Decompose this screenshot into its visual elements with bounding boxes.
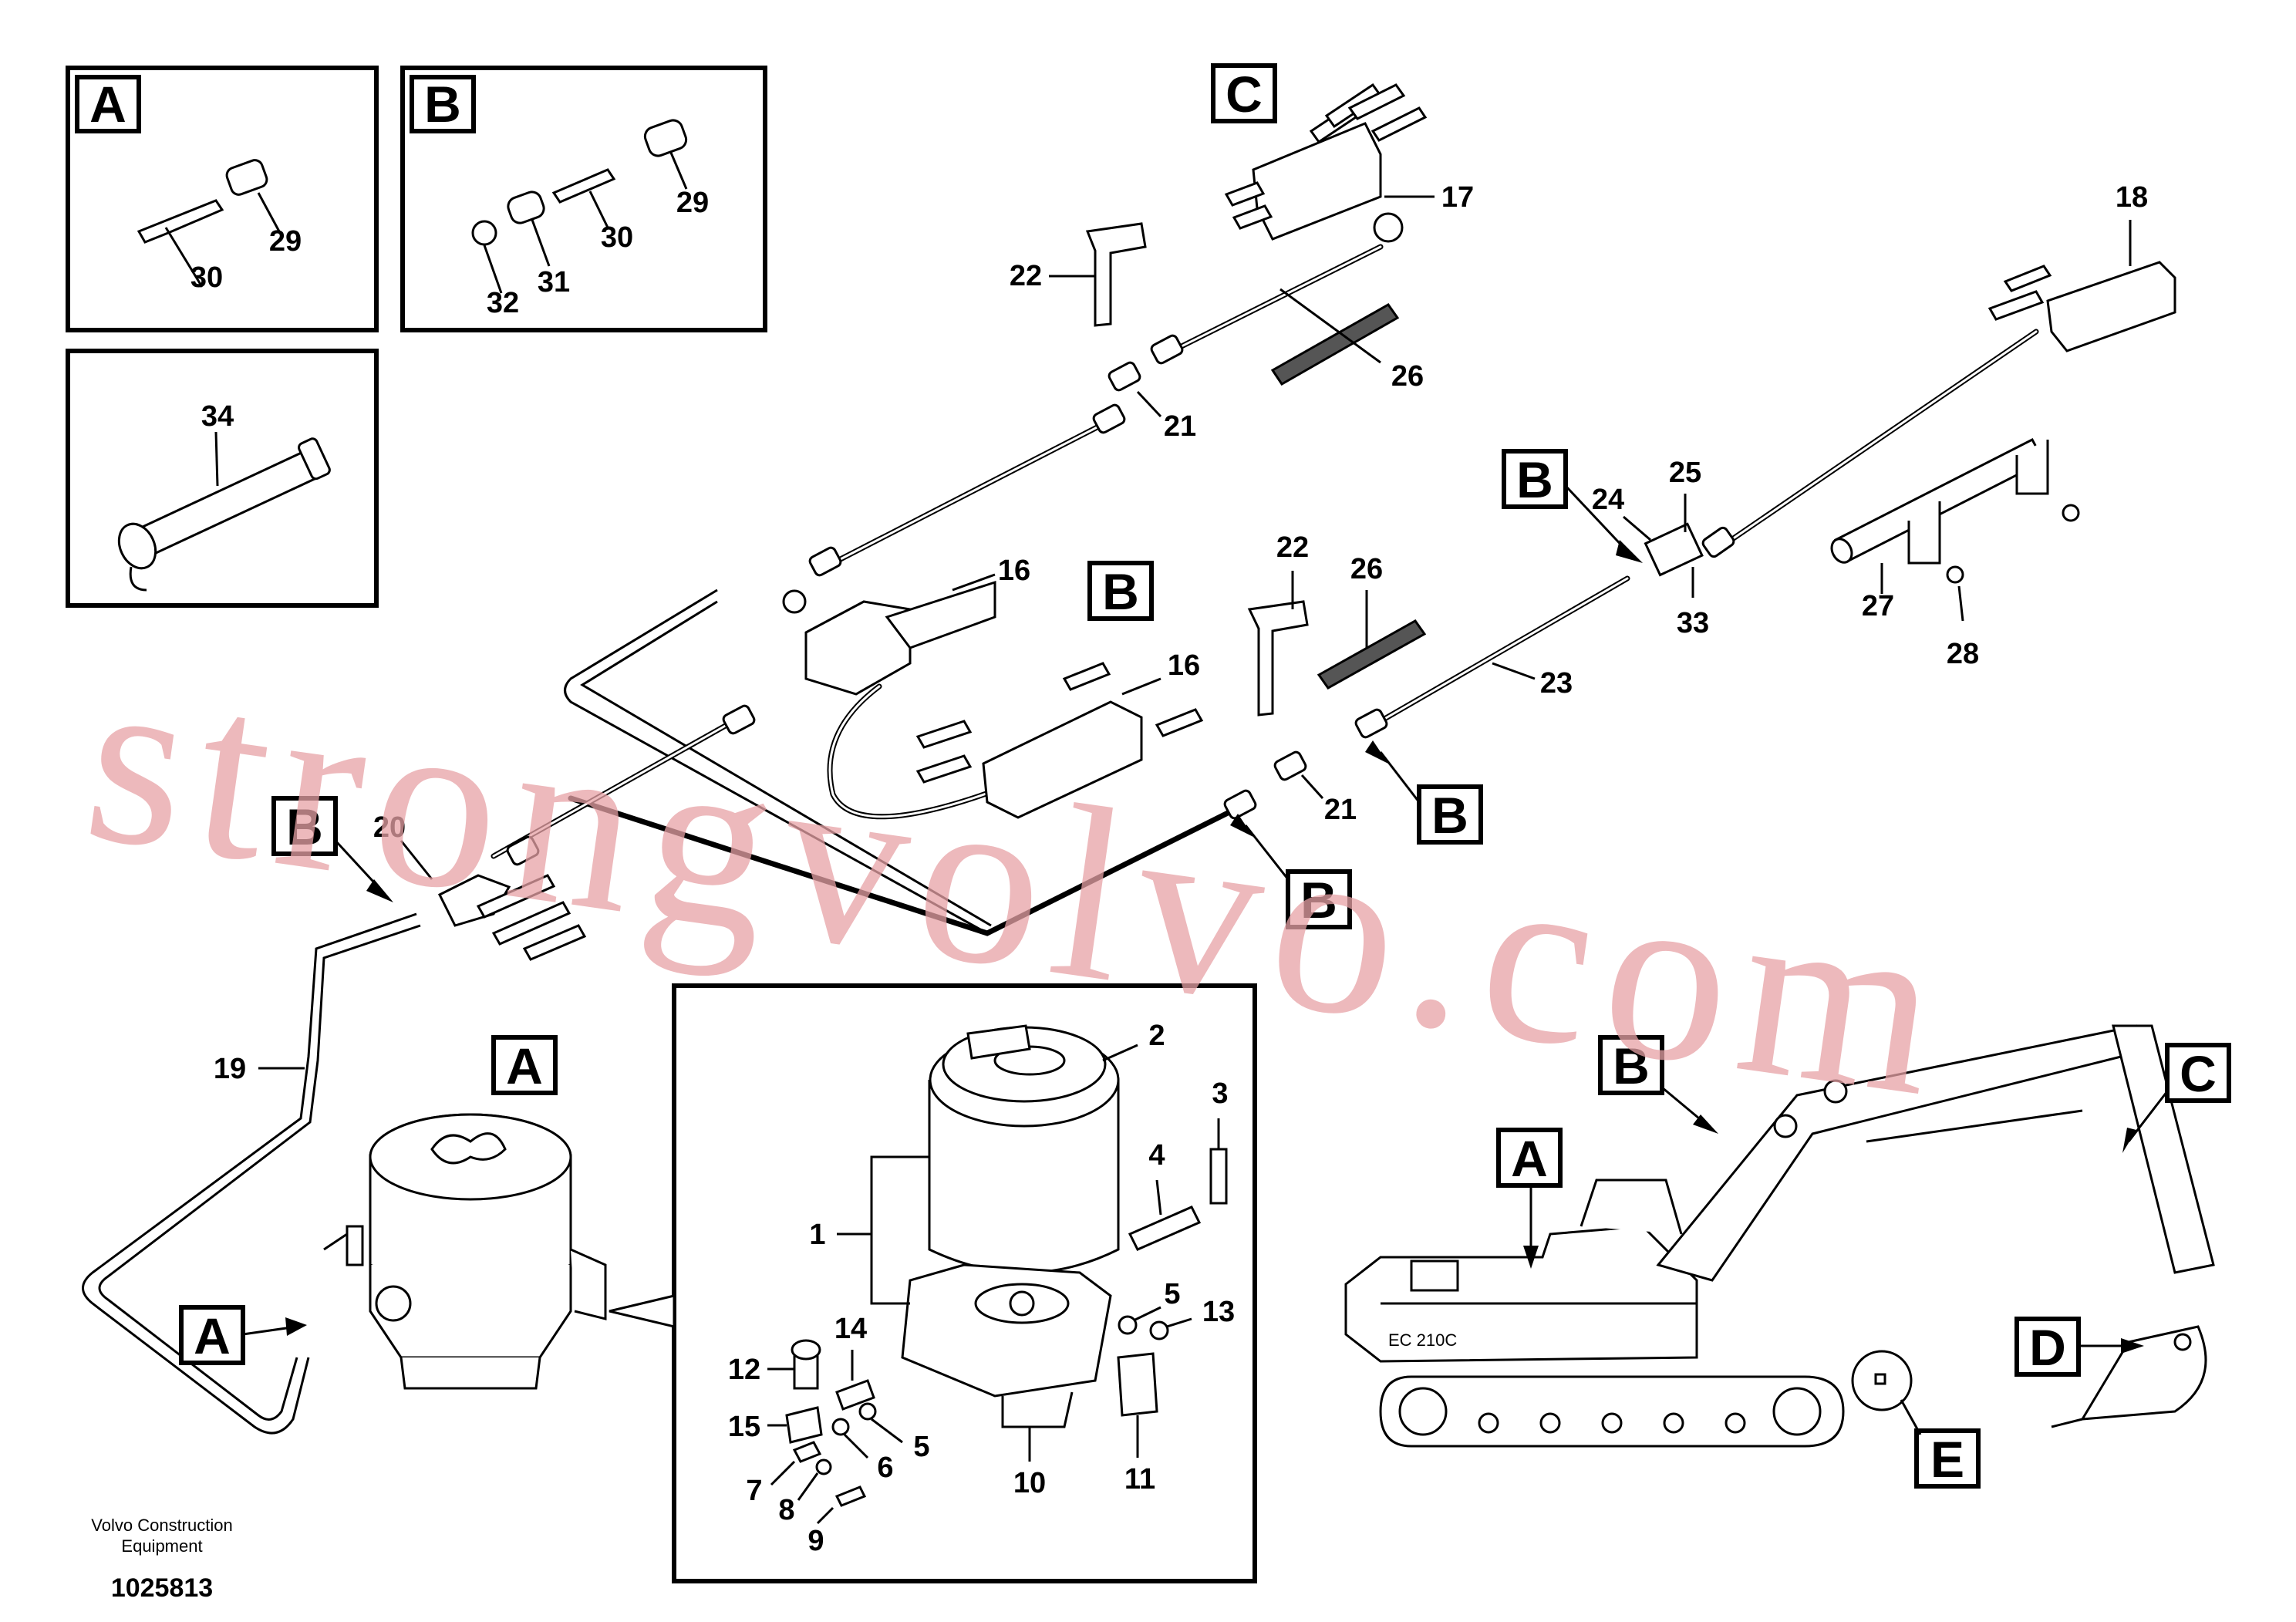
detail-b-frame: B 32 31 30 29 <box>400 66 767 332</box>
svg-text:B: B <box>1431 787 1468 844</box>
label-4: 4 <box>1148 1139 1165 1172</box>
label-22-middle: 22 <box>1276 531 1309 564</box>
label-29-b: 29 <box>676 187 709 219</box>
label-23-group: 23 <box>1492 662 1573 700</box>
svg-text:E: E <box>1930 1431 1964 1488</box>
company-line1: Volvo Construction <box>91 1516 232 1535</box>
detail-c-letter: C <box>1226 66 1263 123</box>
excavator-callout-e: E <box>1851 1350 1981 1489</box>
pump-overview <box>323 1113 607 1390</box>
label-34: 34 <box>201 400 234 433</box>
label-23: 23 <box>1540 667 1573 700</box>
label-22-top: 22 <box>1010 260 1042 292</box>
label-18: 18 <box>2116 181 2148 214</box>
callout-b-top-junction: B <box>1502 449 1643 563</box>
distributor-c-group: C 17 <box>1211 63 1474 243</box>
machine-model-label: EC 210C <box>1388 1330 1457 1350</box>
excavator-callout-b: B <box>1598 1035 1718 1134</box>
junction-24-25: 24 25 33 <box>1592 457 1709 639</box>
excavator-overview: EC 210C <box>1344 1024 2215 1448</box>
distributor-16-lower: 16 <box>915 649 1204 819</box>
hose-lines <box>82 244 2039 1435</box>
label-9: 9 <box>807 1525 824 1557</box>
svg-text:A: A <box>194 1307 231 1364</box>
label-19-group: 19 <box>214 1053 305 1085</box>
hose-fittings <box>506 334 1735 866</box>
label-6: 6 <box>877 1452 893 1484</box>
callout-a-tube: A <box>179 1305 307 1365</box>
detail-b-letter: B <box>424 76 461 133</box>
label-17: 17 <box>1441 181 1474 214</box>
label-20: 20 <box>373 811 406 844</box>
callout-b-block-20: B <box>271 796 393 902</box>
label-25: 25 <box>1669 457 1701 489</box>
label-29-a: 29 <box>269 225 302 258</box>
label-21-top-group: 21 <box>1136 390 1196 443</box>
callout-a-pump: A <box>491 1035 558 1095</box>
svg-text:A: A <box>1511 1130 1548 1187</box>
sleeve-26-top: 26 <box>1270 288 1424 393</box>
pump-detail-inset: 1 2 3 4 5 13 12 14 15 5 6 <box>609 983 1257 1583</box>
label-5-upper: 5 <box>1164 1278 1180 1310</box>
company-line2: Equipment <box>121 1536 202 1556</box>
label-32-b: 32 <box>487 287 519 319</box>
label-3: 3 <box>1212 1077 1228 1110</box>
label-21-top: 21 <box>1164 410 1196 443</box>
svg-text:D: D <box>2029 1319 2066 1376</box>
label-28: 28 <box>1947 638 1979 670</box>
distributor-16-upper: 16 <box>782 555 1030 696</box>
callout-b-distributor-16: B <box>1087 561 1154 621</box>
excavator-callout-c: C <box>2122 1043 2231 1153</box>
label-24: 24 <box>1592 484 1624 516</box>
label-26-top: 26 <box>1391 360 1424 393</box>
label-13: 13 <box>1202 1296 1235 1328</box>
svg-text:A: A <box>506 1037 543 1094</box>
svg-text:B: B <box>1613 1037 1650 1094</box>
label-27: 27 <box>1862 590 1894 622</box>
label-8: 8 <box>778 1494 794 1526</box>
label-31-b: 31 <box>538 266 570 298</box>
label-7: 7 <box>746 1475 762 1507</box>
label-30-a: 30 <box>190 261 223 294</box>
drawing-number: 1025813 <box>111 1573 213 1603</box>
distributor-18-group: 18 <box>1988 181 2176 352</box>
label-21-middle-group: 21 <box>1300 774 1357 826</box>
bracket-22-top: 22 <box>1010 222 1147 327</box>
svg-text:B: B <box>1300 872 1337 929</box>
label-16-lower: 16 <box>1168 649 1200 682</box>
callout-b-hose-lower: B <box>1230 814 1352 929</box>
label-26-middle: 26 <box>1350 553 1383 585</box>
label-10: 10 <box>1013 1467 1046 1499</box>
label-14: 14 <box>834 1313 867 1345</box>
svg-text:C: C <box>2180 1045 2217 1102</box>
label-1: 1 <box>809 1219 825 1251</box>
label-19: 19 <box>214 1053 246 1085</box>
title-block: Volvo Construction Equipment 1025813 <box>91 1516 232 1603</box>
label-30-b: 30 <box>601 221 633 254</box>
callout-b-hose-right: B <box>1365 740 1483 845</box>
svg-text:B: B <box>1102 563 1139 620</box>
label-2: 2 <box>1148 1020 1165 1052</box>
label-12: 12 <box>728 1354 760 1386</box>
detail-a-frame: A 30 29 <box>66 66 379 332</box>
label-11: 11 <box>1124 1463 1155 1496</box>
svg-text:B: B <box>286 798 323 855</box>
label-15: 15 <box>728 1411 760 1443</box>
block-20-group: 20 <box>373 811 587 961</box>
bracket-22-middle: 22 <box>1247 531 1309 717</box>
label-21-middle: 21 <box>1324 794 1357 826</box>
excavator-callout-d: D <box>2014 1317 2144 1377</box>
label-16-upper: 16 <box>998 555 1030 587</box>
label-33: 33 <box>1677 607 1709 639</box>
detail-a-letter: A <box>89 76 126 133</box>
label-5-lower: 5 <box>913 1431 929 1463</box>
svg-text:B: B <box>1516 451 1553 508</box>
sleeve-26-middle: 26 <box>1317 553 1427 690</box>
excavator-callout-a: A <box>1496 1128 1563 1269</box>
detail-grease-gun-frame: 34 <box>66 349 379 608</box>
tube-27-group: 27 28 <box>1830 437 2080 670</box>
